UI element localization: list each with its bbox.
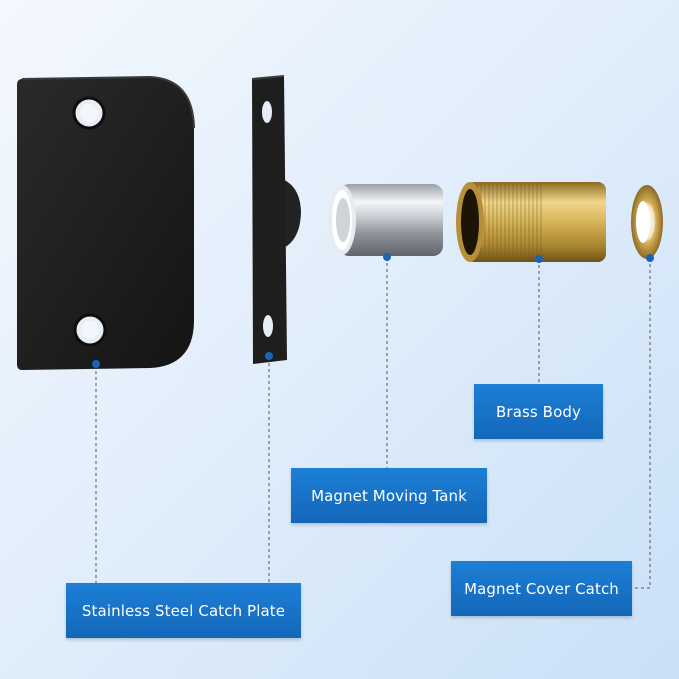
magnet-tank-icon [328,184,443,256]
leader-lines [95,257,651,589]
strike-plate-icon [251,75,301,364]
label-moving-tank: Magnet Moving Tank [291,468,487,523]
label-brass-body: Brass Body [474,384,603,439]
label-cover-catch: Magnet Cover Catch [451,561,632,616]
brass-body-icon [456,182,606,262]
leader-line-cover-catch [632,258,651,589]
marker-dot-strike-plate [265,352,273,360]
marker-dot-cover-catch [646,254,654,262]
marker-dot-brass-body [535,255,543,263]
marker-dot-moving-tank [383,253,391,261]
cover-washer-icon [631,185,663,259]
marker-dots [92,253,654,368]
label-catch-plate: Stainless Steel Catch Plate [66,583,301,638]
marker-dot-catch-plate [92,360,100,368]
catch-plate-icon [17,75,195,370]
